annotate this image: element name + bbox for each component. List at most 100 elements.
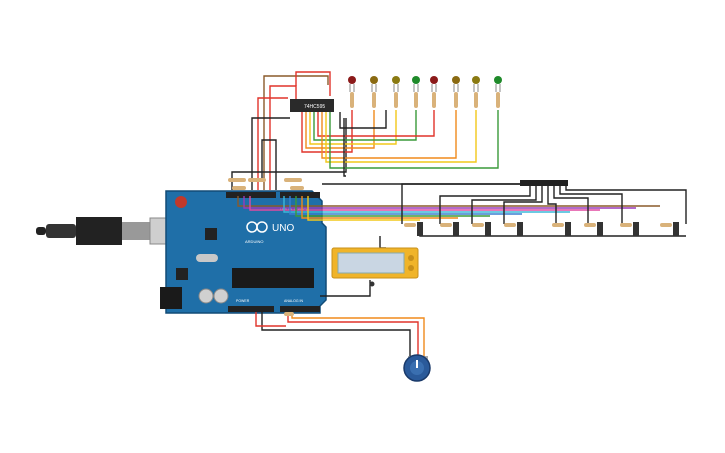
button-resistor-4 — [504, 223, 516, 227]
button-resistor-5 — [552, 223, 564, 227]
led-resistor-7 — [474, 92, 478, 108]
button-resistor-3 — [472, 223, 484, 227]
wire-led-gnd-b — [343, 118, 346, 177]
wire-lcd-gnd — [379, 236, 386, 249]
wire-bus-cyan — [283, 196, 570, 213]
digital-pins-label: DIGITAL (PWM~) — [280, 207, 307, 211]
button-resistor-1 — [404, 223, 416, 227]
power-jack — [160, 287, 182, 309]
wire-red-sr2 — [269, 85, 297, 190]
led-resistor-2 — [372, 92, 376, 108]
wire-led-4 — [313, 110, 417, 141]
led-resistor-3 — [394, 92, 398, 108]
power-header — [228, 306, 274, 312]
wires — [231, 71, 687, 360]
led-resistor-6 — [454, 92, 458, 108]
analog-pins-label: ANALOG IN — [284, 299, 304, 303]
lcd-pin-2 — [408, 265, 414, 271]
usb-cable — [36, 217, 189, 245]
wire-led-6 — [321, 110, 457, 159]
wire-bus-pink — [249, 196, 600, 211]
wire-gnd-btn-4 — [503, 184, 543, 224]
wire-gnd-btn-3 — [471, 184, 537, 224]
wire-black-sr — [251, 117, 290, 190]
pushbutton-2[interactable] — [440, 222, 459, 236]
led-1[interactable] — [348, 76, 356, 108]
wire-led-gnd-a — [339, 110, 387, 129]
wire-lcd-data — [320, 280, 371, 297]
board-brand-label: ARDUINO — [245, 239, 263, 244]
capacitor-2 — [213, 288, 229, 304]
wire-pot-red — [287, 312, 419, 360]
led-2[interactable] — [370, 76, 378, 108]
pushbutton-6[interactable] — [584, 222, 603, 236]
led-resistor-8 — [496, 92, 500, 108]
led-6[interactable] — [452, 76, 460, 108]
digital-header-left — [226, 192, 276, 198]
lcd-screen — [337, 252, 405, 274]
pushbutton-4[interactable] — [504, 222, 523, 236]
pushbutton-1[interactable] — [404, 222, 423, 236]
shift-register-label: 74HC595 — [304, 104, 325, 110]
wire-led-3 — [309, 110, 397, 145]
wire-bus-orange — [301, 196, 458, 219]
pushbutton-8[interactable] — [660, 222, 679, 236]
led-resistor-4 — [414, 92, 418, 108]
arduino-uno-board[interactable]: UNO ARDUINO DIGITAL (PWM~) ANALOG IN POW… — [160, 190, 327, 314]
wire-led-7 — [325, 110, 477, 163]
shift-register-74hc595[interactable]: 74HC595 — [290, 99, 334, 112]
lcd-pin-1 — [408, 255, 414, 261]
wire-btn-return — [419, 232, 686, 237]
potentiometer-knob-indicator — [416, 360, 418, 368]
led-8[interactable] — [494, 76, 502, 108]
wire-red-power — [255, 312, 286, 327]
arduino-logo-icon — [246, 221, 268, 233]
wire-led-1 — [301, 110, 353, 153]
capacitor-1 — [198, 288, 214, 304]
wire-led-2 — [305, 110, 375, 149]
digital-header-right — [280, 192, 320, 198]
wire-led-5 — [317, 110, 435, 137]
wire-gnd-btn-7 — [559, 184, 623, 224]
button-resistor-7 — [620, 223, 632, 227]
lcd-display[interactable] — [331, 247, 419, 287]
led-5[interactable] — [430, 76, 438, 108]
wire-red-sr — [257, 97, 288, 190]
button-resistor-2 — [440, 223, 452, 227]
wire-pot-black — [261, 312, 411, 360]
button-resistor-8 — [660, 223, 672, 227]
wire-gnd-btn-6 — [553, 184, 589, 224]
pushbutton-array — [404, 222, 679, 236]
led-7[interactable] — [472, 76, 480, 108]
wire-led-8 — [329, 110, 499, 169]
pushbutton-5[interactable] — [552, 222, 571, 236]
led-3[interactable] — [392, 76, 400, 108]
lcd-connector — [369, 281, 375, 287]
board-model-label: UNO — [272, 223, 294, 234]
regulator — [176, 268, 188, 280]
header-resistors — [228, 178, 304, 316]
atmega-chip — [232, 268, 314, 288]
led-4[interactable] — [412, 76, 420, 108]
wire-bus-yellow — [307, 196, 420, 221]
wire-bus-purple — [243, 196, 636, 209]
pushbutton-3[interactable] — [472, 222, 491, 236]
button-header-connector — [520, 180, 568, 186]
potentiometer[interactable] — [403, 354, 431, 382]
wire-gnd-btn-8 — [565, 184, 687, 224]
pushbutton-7[interactable] — [620, 222, 639, 236]
wire-bus-blue — [289, 196, 522, 215]
wire-pot-orange — [291, 312, 425, 360]
wire-gnd-btn-5 — [547, 184, 557, 224]
wire-gnd-btn-2 — [439, 184, 531, 224]
wire-bus-green — [295, 196, 490, 217]
analog-header — [280, 306, 320, 312]
wire-bus-brown — [237, 196, 660, 207]
wire-red-top — [295, 71, 331, 96]
wire-black-gnd — [261, 139, 277, 190]
reset-button[interactable] — [175, 196, 187, 208]
usb-chip — [205, 228, 217, 240]
led-resistor-1 — [350, 92, 354, 108]
led-array — [348, 76, 502, 108]
